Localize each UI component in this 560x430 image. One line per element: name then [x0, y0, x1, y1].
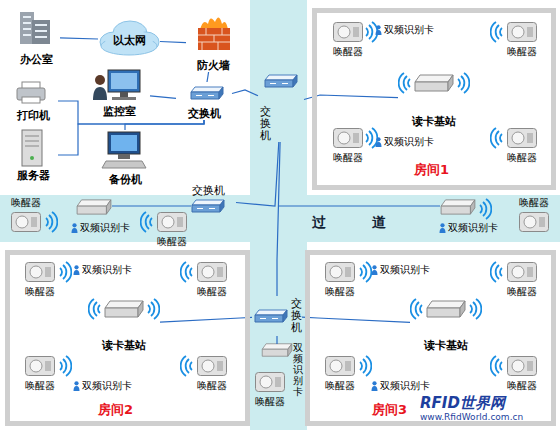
- device-label: 交换机: [291, 298, 302, 334]
- card-label: 双频识别卡: [380, 264, 430, 276]
- connector-line: [160, 317, 252, 322]
- device-label: 唤醒器: [519, 197, 549, 209]
- device-node: 唤醒器: [318, 262, 362, 298]
- device-node: 打印机: [8, 80, 58, 122]
- device-node: 唤醒器: [150, 212, 194, 248]
- room-box: 房间1读卡基站唤醒器唤醒器唤醒器唤醒器: [312, 8, 556, 190]
- corridor-label: 过: [312, 214, 326, 230]
- card-label: 双频识别卡: [82, 264, 132, 276]
- watermark-text: www.RfidWorld.com.cn: [420, 412, 523, 423]
- device-label: 唤醒器: [197, 286, 227, 298]
- connector-line: [58, 101, 204, 124]
- device-label: 唤醒器: [507, 46, 537, 58]
- device-label: 唤醒器: [157, 236, 187, 248]
- device-label: 读卡基站: [424, 339, 468, 352]
- device-node: 交换机: [176, 82, 232, 120]
- connector-line: [58, 120, 204, 155]
- device-label: 唤醒器: [333, 152, 363, 164]
- device-label: 唤醒器: [507, 152, 537, 164]
- device-node: 唤醒器: [500, 128, 544, 164]
- device-label: 交换机: [192, 184, 225, 197]
- device-label: 以太网: [113, 34, 146, 47]
- room-label: 房间3: [372, 402, 407, 418]
- device-node: 唤醒器: [326, 128, 370, 164]
- device-node: 唤醒器: [318, 356, 362, 392]
- device-label: 唤醒器: [325, 286, 355, 298]
- device-node: 唤醒器: [18, 262, 62, 298]
- connector-line: [150, 96, 176, 99]
- device-node: 防火墙: [186, 16, 240, 72]
- device-label: 读卡基站: [412, 115, 456, 128]
- device-node: 办公室: [12, 8, 60, 66]
- room-box: 房间2读卡基站唤醒器唤醒器唤醒器唤醒器: [5, 250, 250, 426]
- room-label: 房间1: [414, 162, 449, 178]
- cloud-node: 以太网: [98, 24, 160, 56]
- device-label: 唤醒器: [333, 46, 363, 58]
- device-node: 交换机: [180, 184, 236, 216]
- device-node: 读卡基站: [88, 296, 160, 352]
- device-label: 唤醒器: [255, 396, 285, 408]
- device-node: 读卡基站: [410, 296, 482, 352]
- connector-line: [236, 142, 279, 206]
- device-label: 交换机: [260, 106, 271, 142]
- room-label: 房间2: [98, 402, 133, 418]
- device-label: 唤醒器: [507, 380, 537, 392]
- device-label: 备份机: [109, 173, 142, 186]
- connector-line: [302, 317, 410, 322]
- device-node: 唤醒器: [500, 22, 544, 58]
- device-node: 唤醒器: [190, 262, 234, 298]
- connector-line: [60, 38, 98, 39]
- device-node: 唤醒器: [4, 197, 48, 233]
- device-label: 交换机: [188, 107, 221, 120]
- card-label: 双频识别卡: [448, 222, 498, 234]
- card-label: 双频识别卡: [80, 222, 130, 234]
- device-label: 唤醒器: [325, 380, 355, 392]
- device-label: 办公室: [20, 53, 53, 66]
- device-node: 唤醒器: [500, 262, 544, 298]
- corridor-label: 道: [372, 214, 386, 230]
- device-label: 唤醒器: [25, 380, 55, 392]
- device-node: 监控室: [88, 68, 150, 118]
- watermark-text: RFID世界网: [420, 394, 505, 412]
- card-label: 双频识别卡: [293, 342, 303, 397]
- device-label: 唤醒器: [197, 380, 227, 392]
- device-node: 唤醒器: [190, 356, 234, 392]
- device-label: 打印机: [17, 109, 50, 122]
- card-label: 双频识别卡: [384, 24, 434, 36]
- device-node: 服务器: [8, 128, 58, 182]
- card-label: 双频识别卡: [380, 380, 430, 392]
- switch-node: 交换机: [252, 296, 302, 336]
- device-node: 备份机: [96, 130, 154, 186]
- device-label: 唤醒器: [507, 286, 537, 298]
- device-label: 防火墙: [197, 59, 230, 72]
- device-node: 唤醒器: [18, 356, 62, 392]
- device-label: 唤醒器: [11, 197, 41, 209]
- device-label: 监控室: [103, 105, 136, 118]
- switch-node: 交换机: [258, 70, 304, 142]
- card-label: 双频识别卡: [82, 380, 132, 392]
- device-node: 唤醒器: [248, 372, 292, 408]
- device-node: 唤醒器: [500, 356, 544, 392]
- connector-line: [160, 42, 186, 43]
- connector-line: [304, 95, 398, 100]
- card-label: 双频识别卡: [384, 136, 434, 148]
- device-label: 读卡基站: [102, 339, 146, 352]
- device-node: 唤醒器: [512, 197, 556, 233]
- device-node: 唤醒器: [326, 22, 370, 58]
- device-label: 唤醒器: [25, 286, 55, 298]
- device-node: 读卡基站: [398, 70, 470, 128]
- connector-line: [232, 90, 258, 96]
- connector-line: [207, 72, 209, 82]
- device-label: 服务器: [17, 169, 50, 182]
- connector-line: [125, 120, 204, 130]
